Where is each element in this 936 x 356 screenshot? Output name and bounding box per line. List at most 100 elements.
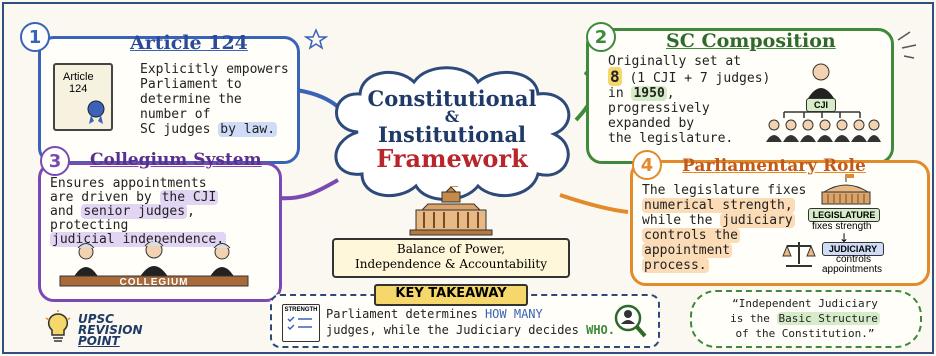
- card-4-line1: The legislature fixes: [642, 183, 807, 198]
- card-3-number: 3: [40, 146, 70, 176]
- card-4-strength-highlight: numerical strength,: [642, 198, 795, 213]
- card-2-year-highlight: 1950: [631, 86, 667, 101]
- quote-line1: “Independent Judiciary: [732, 297, 878, 310]
- center-title-line3: Framework: [376, 144, 528, 173]
- quote-line2: is the Basic Structure: [700, 311, 910, 326]
- card-1-line: determine the: [140, 92, 242, 107]
- card-4-line4: controls the: [642, 228, 806, 243]
- card-2-line6: the legislature.: [608, 131, 734, 146]
- doc-label-line2: 124: [69, 83, 88, 95]
- takeaway-who: WHO.: [586, 323, 615, 337]
- card-2-title: SC Composition: [666, 30, 836, 52]
- judiciary-sub2: appointments: [822, 264, 883, 275]
- card-4-judiciary-highlight: judiciary: [720, 213, 795, 228]
- card-3-line4: protecting: [50, 218, 129, 233]
- quote-line3: of the Constitution.”: [735, 327, 875, 340]
- legislature-sub: fixes strength: [812, 221, 872, 232]
- revision-line2: REVISION: [78, 323, 143, 337]
- takeaway-line1-plain: Parliament determines: [326, 307, 485, 321]
- center-cloud: [334, 66, 571, 201]
- card-4-body: The legislature fixes numerical strength…: [642, 183, 806, 273]
- center-title-line1: Constitutional: [367, 86, 537, 111]
- down-arrow-icon: ↓: [839, 231, 850, 245]
- card-3-senior-highlight: senior judges: [81, 204, 188, 219]
- card-1-title: Article 124: [130, 32, 248, 54]
- card-3-line3-plain: and: [50, 204, 82, 219]
- collegium-banner: COLLEGIUM: [119, 277, 189, 288]
- collegium-judges-icon: [59, 242, 249, 287]
- center-title-amp: &: [444, 107, 460, 126]
- card-2-line3: in 1950,: [608, 86, 770, 101]
- card-4-controls-highlight: controls the: [642, 228, 740, 243]
- center-title: Constitutional & Institutional Framework: [318, 88, 586, 172]
- judiciary-tag: JUDICIARY: [822, 242, 884, 256]
- strength-doc-icon: STRENGTH: [282, 304, 320, 342]
- card-3-line3-rest: ,: [187, 204, 195, 219]
- document-icon: Article 124: [53, 63, 113, 131]
- card-1-last-plain: SC judges: [140, 122, 219, 137]
- card-1-highlight: by law.: [218, 122, 278, 137]
- card-2-line1: Originally set at: [608, 54, 742, 69]
- doc-label-line1: Article: [63, 71, 94, 83]
- balance-banner: Balance of Power, Independence & Account…: [332, 238, 570, 278]
- strength-doc-label: STRENGTH: [284, 307, 318, 313]
- balance-line2: Independence & Accountability: [355, 257, 547, 271]
- lightbulb-icon: [45, 310, 71, 342]
- card-2-body: Originally set at 8 (1 CJI + 7 judges) i…: [608, 54, 770, 146]
- card-4-title: Parliamentary Role: [682, 156, 866, 176]
- quote-highlight: Basic Structure: [776, 312, 880, 325]
- card-2-number: 2: [586, 22, 616, 52]
- card-1-line: Parliament to: [140, 77, 242, 92]
- card-1-line: number of: [140, 107, 211, 122]
- card-4-process-highlight: process.: [642, 258, 709, 273]
- takeaway-body: Parliament determines HOW MANY judges, w…: [326, 306, 615, 338]
- card-3-independence-highlight: judicial independence.: [50, 232, 227, 247]
- takeaway-how-many: HOW MANY: [484, 307, 543, 321]
- judiciary-sub1: controls: [836, 254, 872, 265]
- magnifier-person-icon: [614, 304, 647, 338]
- card-3-body: Ensures appointments are driven by the C…: [50, 176, 227, 247]
- balance-line1: Balance of Power,: [396, 242, 506, 256]
- card-3-cji-highlight: the CJI: [159, 190, 219, 205]
- revision-line1: UPSC: [78, 312, 114, 326]
- card-4-number: 4: [632, 150, 662, 180]
- card-4-line2: numerical strength,: [642, 198, 806, 213]
- card-2-line4: progressively: [608, 101, 710, 116]
- card-3-line2: are driven by the CJI: [50, 190, 226, 205]
- revision-line3: POINT: [78, 334, 120, 348]
- card-4-line5: appointment: [642, 243, 806, 258]
- quote-line2-plain: is the: [730, 312, 777, 325]
- card-4-appointment-highlight: appointment: [642, 243, 733, 258]
- card-4-line6: process.: [642, 258, 806, 273]
- card-3-line3: and senior judges,: [50, 204, 226, 219]
- quote-text: “Independent Judiciary is the Basic Stru…: [700, 296, 910, 341]
- seal-icon: [87, 100, 105, 125]
- takeaway-line1: Parliament determines HOW MANY: [326, 306, 615, 322]
- supreme-court-icon: [409, 186, 493, 236]
- center-title-line2: Institutional: [377, 122, 527, 147]
- revision-text: UPSC REVISION POINT: [78, 312, 143, 348]
- card-3-line5: judicial independence.: [50, 232, 227, 247]
- legislature-tag: LEGISLATURE: [808, 208, 880, 222]
- card-3-line1: Ensures appointments: [50, 176, 207, 191]
- card-2-number-rest: (1 CJI + 7 judges): [621, 71, 771, 86]
- judges-hierarchy-icon: [766, 63, 881, 142]
- takeaway-line2: judges, while the Judiciary decides WHO.: [326, 322, 615, 338]
- card-2-year-rest: ,: [666, 86, 675, 101]
- cji-label: CJI: [806, 98, 836, 112]
- card-2-line5: expanded by: [608, 116, 695, 131]
- card-3-title: Collegium System: [90, 150, 262, 170]
- takeaway-title: KEY TAKEAWAY: [374, 284, 528, 306]
- takeaway-line2-plain: judges, while the Judiciary decides: [326, 323, 587, 337]
- card-1-last-line: SC judges by law.: [140, 122, 289, 137]
- parliament-icon: [821, 174, 871, 205]
- card-4-line3-plain: while the: [642, 213, 721, 228]
- card-2-in: in: [608, 86, 632, 101]
- card-3-line2-plain: are driven by: [50, 190, 160, 205]
- card-1-number: 1: [20, 22, 50, 52]
- scales-icon: [782, 242, 816, 267]
- card-2-number-highlight: 8: [608, 67, 622, 86]
- checklist-icon: [287, 316, 312, 331]
